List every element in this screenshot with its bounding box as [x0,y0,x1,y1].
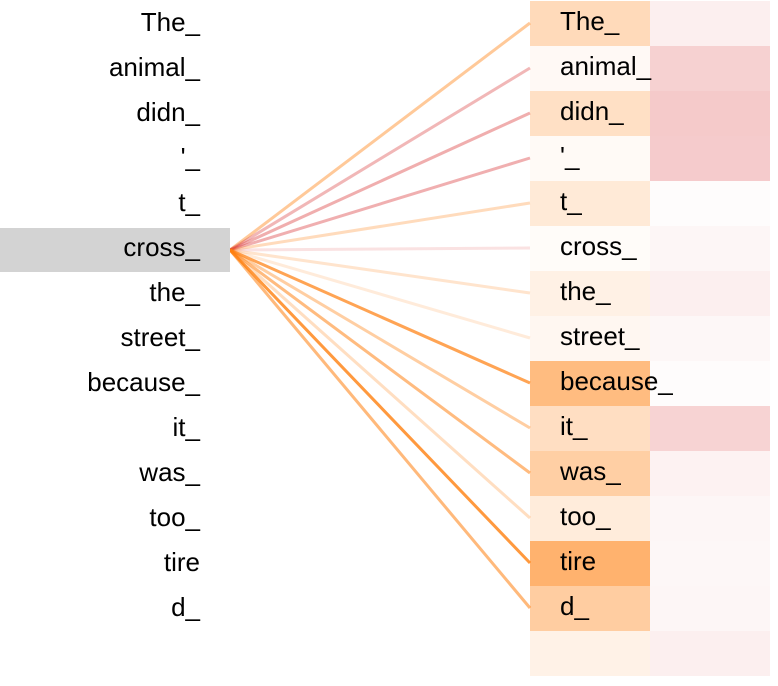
query-token[interactable]: was_ [139,457,200,487]
attention-cell-head-a [530,361,650,406]
key-token[interactable]: it_ [560,411,588,441]
selected-token-highlight [0,228,230,272]
attention-link [229,201,531,252]
attention-link [229,21,531,252]
key-token[interactable]: animal_ [560,51,652,81]
query-token[interactable]: t_ [178,187,200,217]
attention-cell-head-b [650,496,770,541]
query-token[interactable]: street_ [120,322,201,352]
attention-link [229,156,531,252]
attention-cell-head-b [650,631,770,676]
attention-cell-head-a [530,406,650,451]
key-token[interactable]: t_ [560,186,582,216]
query-token[interactable]: animal_ [108,52,200,82]
attention-cell-head-a [530,181,650,226]
query-token[interactable]: it_ [172,412,200,442]
attention-cell-head-a [530,46,650,91]
attention-link [229,248,531,475]
attention-cell-head-b [650,316,770,361]
key-token[interactable]: because_ [560,366,673,396]
attention-cell-head-a [530,136,650,181]
attention-link [229,248,531,430]
attention-cell-head-a [530,541,650,586]
attention-cell-head-b [650,91,770,136]
attention-link [229,246,531,252]
query-token[interactable]: didn_ [136,97,200,127]
query-token[interactable]: too_ [149,502,200,532]
key-token[interactable]: cross_ [560,231,637,261]
query-token[interactable]: cross_ [123,232,200,262]
key-token[interactable]: The_ [560,6,620,36]
attention-cell-head-a [530,631,650,676]
attention-link [229,248,531,340]
attention-cell-head-b [650,226,770,271]
attention-cell-head-b [650,451,770,496]
key-token[interactable]: too_ [560,501,611,531]
key-token[interactable]: d_ [560,591,589,621]
key-token[interactable]: tire [560,546,597,576]
attention-link [229,111,531,252]
query-token[interactable]: '_ [180,142,200,172]
attention-cell-head-b [650,271,770,316]
attention-cell-head-a [530,496,650,541]
attention-cell-head-b [650,406,770,451]
key-token[interactable]: '_ [560,141,580,171]
attention-cell-head-a [530,451,650,496]
attention-cell-head-b [650,181,770,226]
attention-cell-head-a [530,316,650,361]
query-token[interactable]: the_ [149,277,200,307]
attention-cell-head-a [530,586,650,631]
attention-cell-head-b [650,1,770,46]
attention-cell-head-a [530,1,650,46]
attention-cell-head-a [530,271,650,316]
attention-cell-head-b [650,136,770,181]
attention-cell-head-b [650,46,770,91]
attention-link [229,248,531,385]
attention-cell-head-b [650,541,770,586]
attention-link [228,248,532,565]
attention-link [229,66,531,252]
key-token[interactable]: was_ [560,456,621,486]
attention-link [229,248,531,520]
attention-cell-head-b [650,586,770,631]
key-token[interactable]: didn_ [560,96,624,126]
query-token[interactable]: because_ [87,367,200,397]
attention-cell-head-a [530,91,650,136]
query-token[interactable]: The_ [140,7,200,37]
attention-link [229,248,531,295]
key-token[interactable]: the_ [560,276,611,306]
attention-link [228,249,532,609]
key-token[interactable]: street_ [560,321,640,351]
query-token[interactable]: tire [163,547,200,577]
query-token[interactable]: d_ [171,592,200,622]
